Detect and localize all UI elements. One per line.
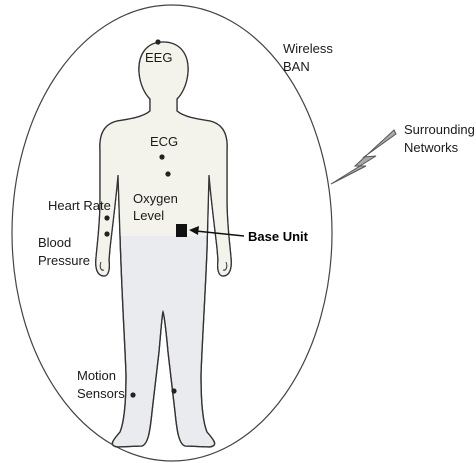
label-blood-pressure: Blood Pressure (38, 235, 90, 268)
label-motion-sensors: Motion Sensors (77, 368, 125, 401)
label-surrounding-networks-line1: Surrounding (404, 122, 475, 137)
label-oxygen-level: Oxygen Level (133, 191, 178, 223)
label-wireless-ban-line1: Wireless (283, 41, 333, 56)
label-heart-rate: Heart Rate (48, 198, 111, 213)
label-blood-pressure-line2: Pressure (38, 253, 90, 268)
label-oxygen-level-line1: Oxygen (133, 191, 178, 206)
oxygen-level-sensor (165, 171, 170, 176)
label-surrounding-networks: Surrounding Networks (404, 122, 475, 155)
eeg-sensor (155, 39, 160, 44)
label-oxygen-level-line2: Level (133, 208, 178, 223)
label-eeg: EEG (145, 50, 172, 65)
label-ecg: ECG (150, 134, 178, 149)
label-wireless-ban: Wireless BAN (283, 41, 333, 74)
label-wireless-ban-line2: BAN (283, 59, 333, 74)
label-surrounding-networks-line2: Networks (404, 140, 475, 155)
motion-sensor-left-leg (130, 392, 135, 397)
label-motion-sensors-line2: Sensors (77, 386, 125, 401)
label-motion-sensors-line1: Motion (77, 368, 125, 383)
heart-rate-sensor (104, 215, 109, 220)
ecg-sensor (159, 154, 164, 159)
blood-pressure-sensor (104, 231, 109, 236)
label-base-unit: Base Unit (248, 229, 308, 244)
motion-sensor-right-leg (171, 388, 176, 393)
base-unit-box (176, 224, 187, 237)
lightning-bolt-icon (331, 130, 396, 184)
label-blood-pressure-line1: Blood (38, 235, 90, 250)
